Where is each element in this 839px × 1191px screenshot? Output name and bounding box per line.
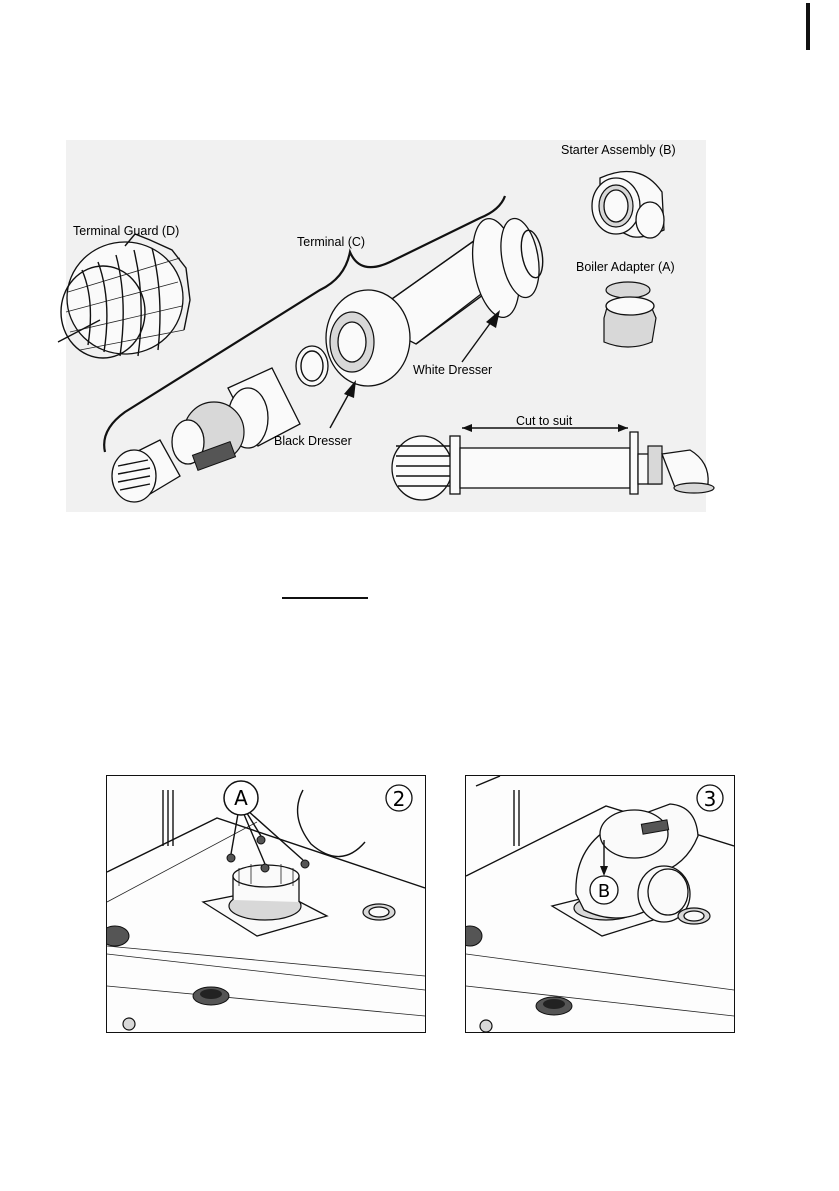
terminal-guard-drawing (58, 234, 190, 358)
figure-2-illustration: A 2 (107, 776, 425, 1032)
figure-3-number: 3 (704, 787, 717, 811)
terminal-end-drawing (112, 440, 180, 502)
terminal-guard-label: Terminal Guard (D) (73, 224, 179, 238)
terminal-label: Terminal (C) (297, 235, 365, 249)
white-dresser-label: White Dresser (413, 363, 492, 377)
boiler-adapter-label: Boiler Adapter (A) (576, 260, 675, 274)
coupling-drawing (172, 402, 244, 470)
starter-assembly-drawing (592, 172, 664, 238)
heading-underline (282, 597, 368, 599)
figure-3-callout: B (598, 881, 610, 902)
figure-2-number: 2 (393, 787, 406, 811)
figure-3-illustration: B 3 (466, 776, 734, 1032)
figure-3-panel: B 3 (465, 775, 735, 1033)
figure-2-panel: A 2 (106, 775, 426, 1033)
assembled-view-drawing (392, 432, 714, 500)
black-dresser-label: Black Dresser (274, 434, 352, 448)
boiler-adapter-drawing (604, 282, 656, 347)
figure-2-callout: A (234, 786, 248, 810)
starter-assembly-label: Starter Assembly (B) (561, 143, 676, 157)
cut-to-suit-label: Cut to suit (516, 414, 572, 428)
